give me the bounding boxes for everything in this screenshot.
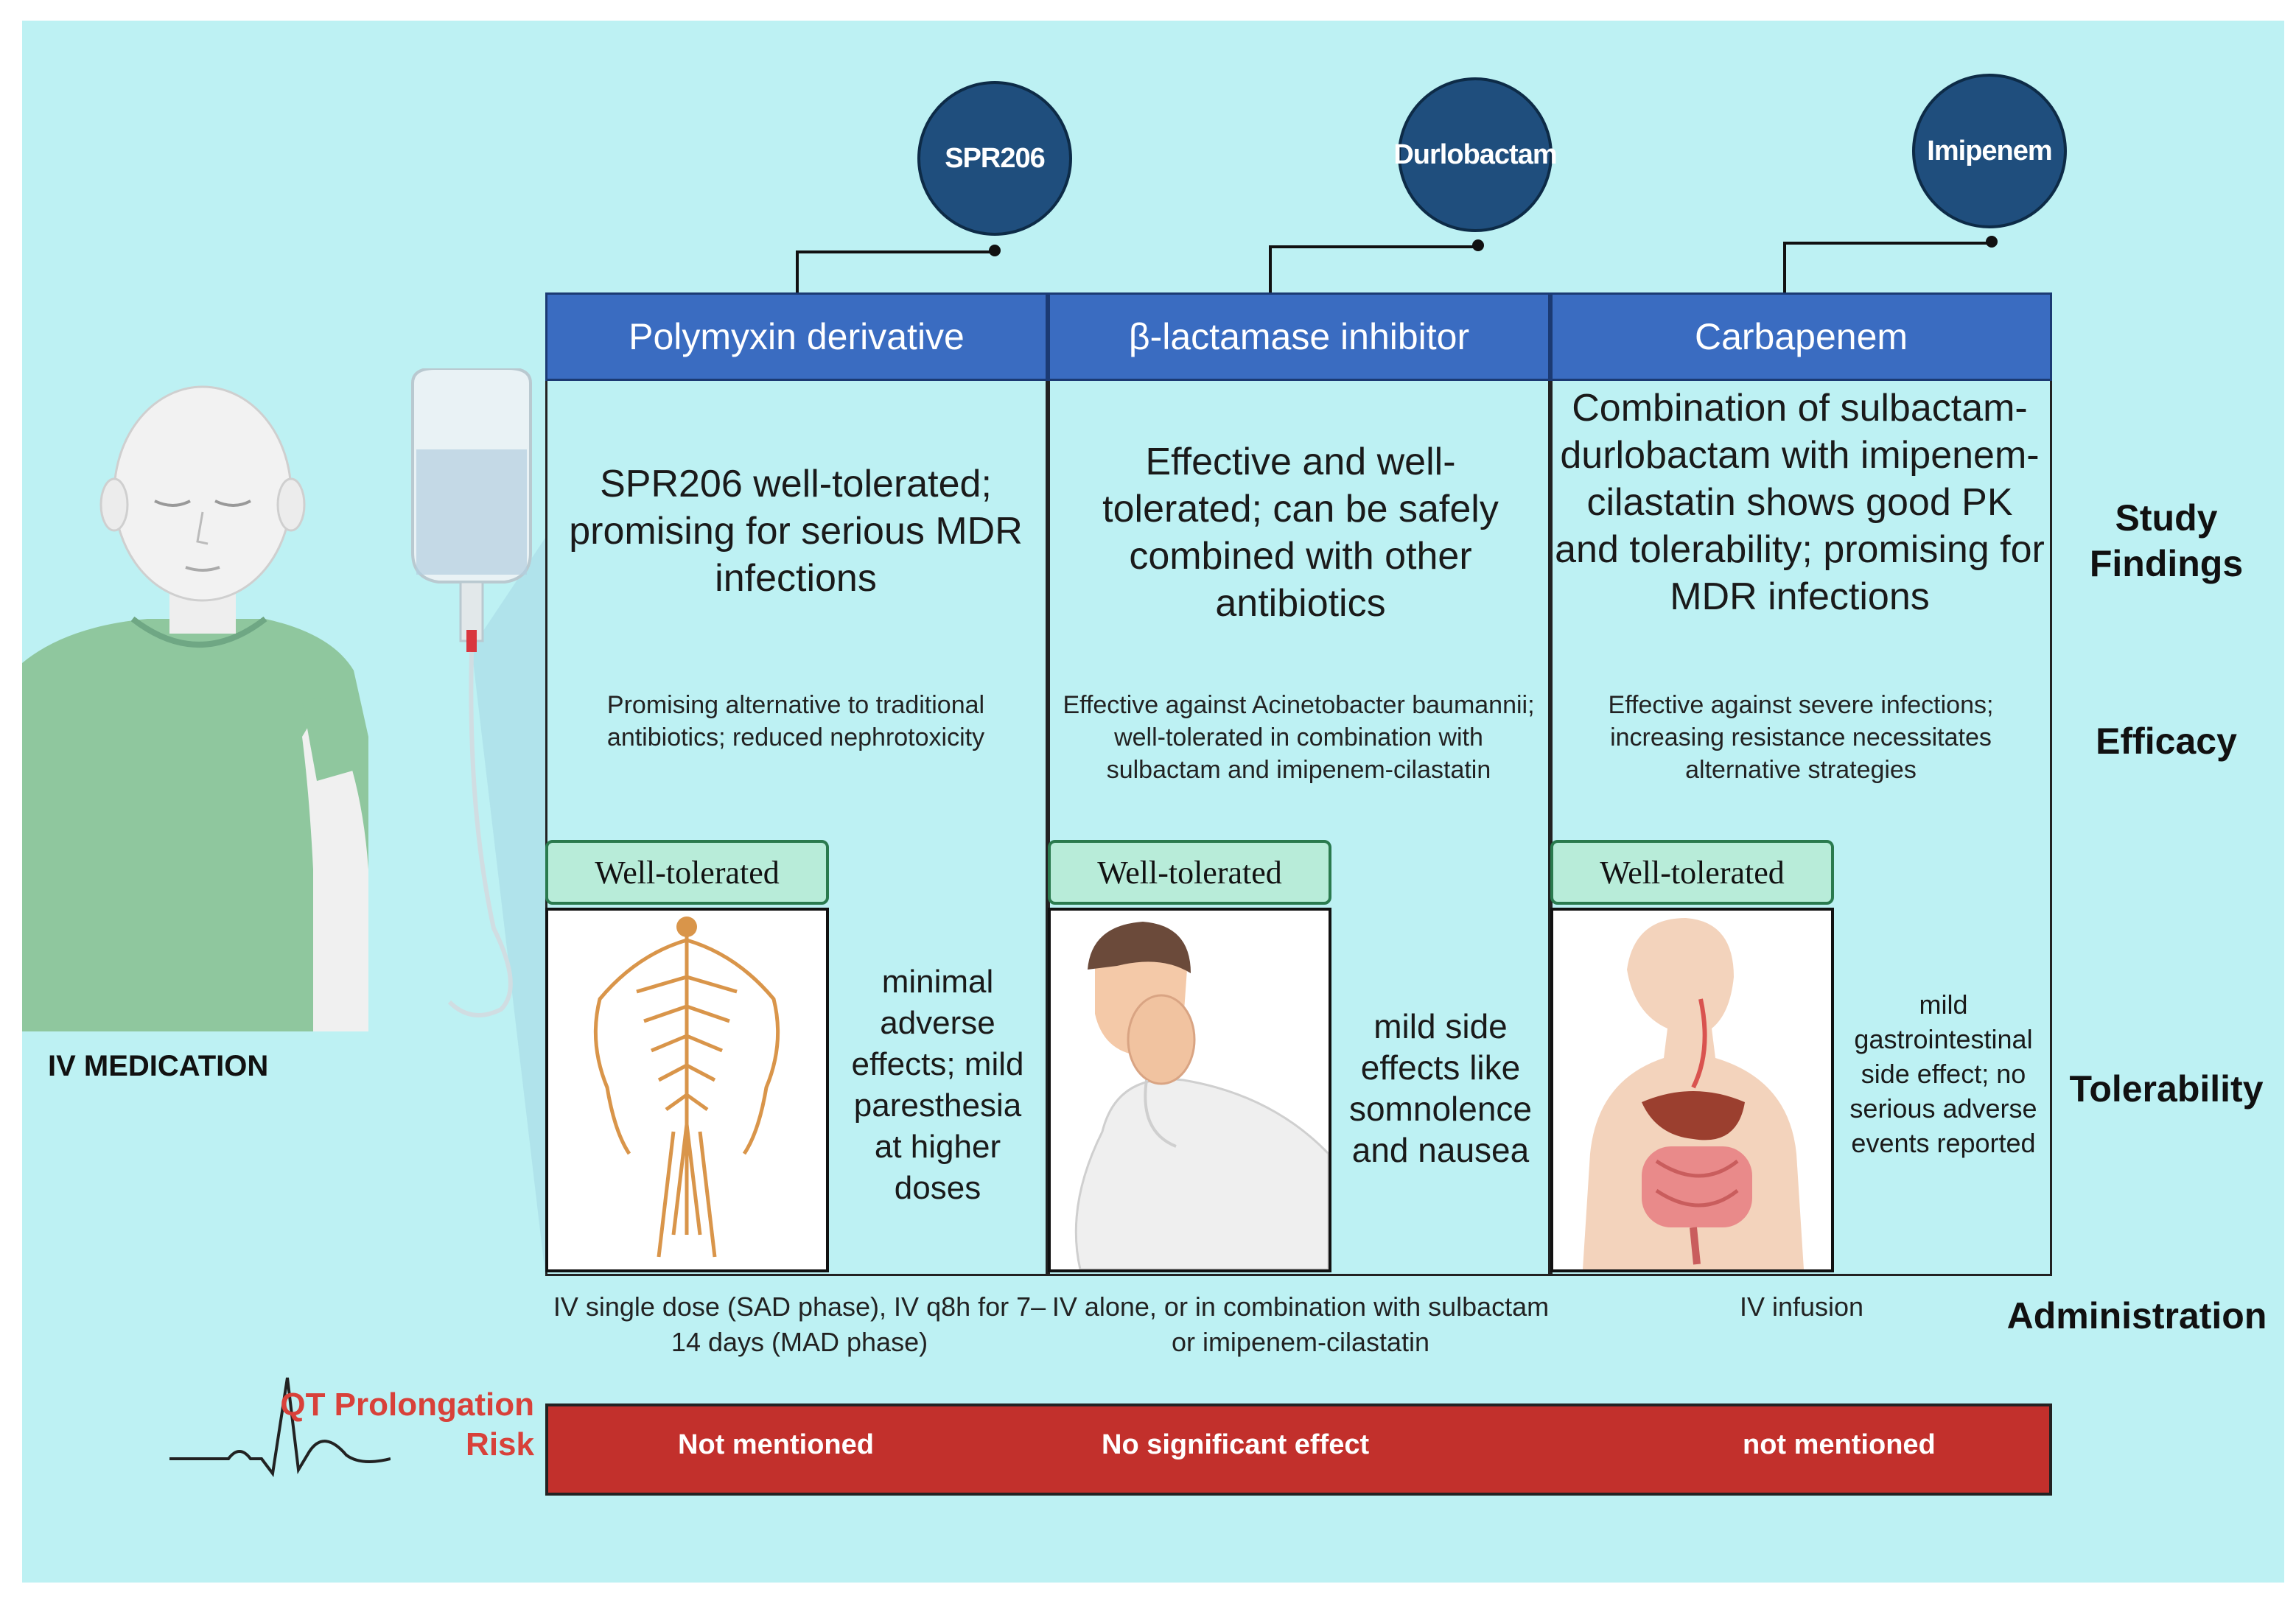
tolerability-badge: Well-tolerated — [545, 840, 829, 905]
connector-line — [1269, 245, 1480, 295]
ecg-icon — [169, 1377, 391, 1478]
iv-medication-label: IV MEDICATION — [48, 1050, 269, 1082]
column-header: Carbapenem — [1550, 292, 2052, 381]
study-finding: Combination of sulbactam-durlobactam wit… — [1555, 387, 2045, 618]
row-label-efficacy: Efficacy — [2096, 721, 2237, 762]
administration-text: IV single dose (SAD phase), IV q8h for 7… — [553, 1292, 1046, 1357]
row-label-tolerability: Tolerability — [2069, 1068, 2264, 1110]
connector-dot — [1986, 236, 1998, 248]
connector-line — [1783, 242, 1995, 295]
qt-value: Not mentioned — [678, 1429, 874, 1460]
tolerability-badge: Well-tolerated — [1048, 840, 1331, 905]
column-header: Polymyxin derivative — [545, 292, 1048, 381]
drug-name: Imipenem — [1927, 135, 2052, 167]
iv-bag-icon — [411, 368, 545, 1275]
patient-icon — [22, 385, 368, 1031]
drug-circle-imipenem: Imipenem — [1912, 74, 2067, 228]
drug-name: Durlobactam — [1393, 139, 1557, 170]
connector-dot — [989, 245, 1001, 256]
tolerability-badge: Well-tolerated — [1550, 840, 1834, 905]
nervous-system-icon — [593, 917, 780, 1258]
administration-text: IV alone, or in combination with sulbact… — [1051, 1292, 1550, 1357]
tolerability-text: mild side effects like somnolence and na… — [1348, 1007, 1533, 1169]
figure-panel — [22, 21, 2284, 1583]
administration-text: IV infusion — [1739, 1292, 1864, 1322]
nauseous-person-icon — [1074, 922, 1329, 1269]
qt-value: not mentioned — [1743, 1429, 1936, 1460]
column-body — [1550, 381, 2052, 1276]
qt-value: No significant effect — [1102, 1429, 1370, 1460]
qt-risk-label: QT Prolongation Risk — [280, 1387, 534, 1462]
qt-risk-bar — [545, 1403, 2052, 1496]
digestive-system-icon — [1583, 918, 1804, 1269]
connector-dot — [1472, 239, 1484, 251]
illustration-box — [1550, 908, 1834, 1272]
column-body — [1048, 381, 1550, 1276]
tolerability-text: mild gastrointestinal side effect; no se… — [1849, 989, 2037, 1158]
column-body — [545, 381, 1048, 1276]
drug-circle-spr206: SPR206 — [917, 81, 1072, 236]
illustration-box — [545, 908, 829, 1272]
row-label-administration: Administration — [2006, 1295, 2267, 1336]
study-finding: Effective and well-tolerated; can be saf… — [1102, 441, 1499, 625]
efficacy-text: Effective against severe infections; inc… — [1608, 691, 1994, 784]
connector-line — [796, 250, 998, 295]
study-finding: SPR206 well-tolerated; promising for ser… — [569, 463, 1023, 600]
efficacy-text: Effective against Acinetobacter baumanni… — [1063, 691, 1535, 784]
illustration-box — [1048, 908, 1331, 1272]
row-label-study-findings: Study Findings — [2089, 497, 2244, 584]
drug-name: SPR206 — [945, 142, 1046, 174]
drug-circle-durlobactam: Durlobactam — [1393, 77, 1558, 232]
column-header: β-lactamase inhibitor — [1048, 292, 1550, 381]
tolerability-text: minimal adverse effects; mild paresthesi… — [851, 964, 1024, 1206]
efficacy-text: Promising alternative to traditional ant… — [606, 691, 985, 751]
